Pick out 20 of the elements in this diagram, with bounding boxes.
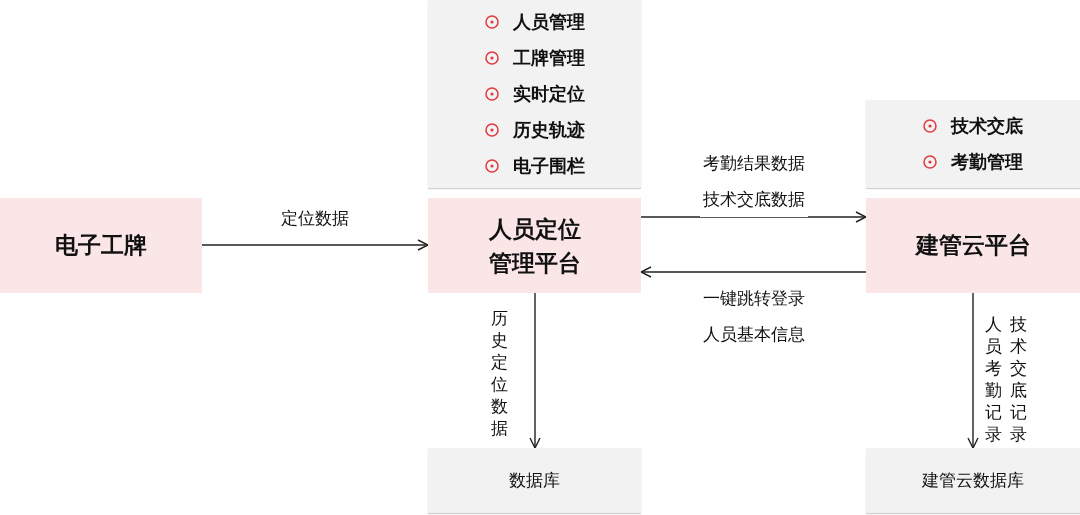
list-item: 人员管理 [512, 10, 585, 34]
feature-panel [866, 100, 1080, 188]
database-box: 建管云数据库 [866, 448, 1080, 513]
arrow [529, 292, 541, 449]
arrow [640, 211, 867, 223]
edge-label: 技术交底记录人员考勤记录 [984, 313, 1028, 445]
arrow [201, 239, 429, 251]
device-box: 电子工牌 [0, 198, 202, 293]
platform-box: 建管云平台 [866, 198, 1080, 293]
arrow [640, 266, 867, 278]
list-item: 实时定位 [512, 82, 585, 106]
feature-panel [428, 0, 641, 188]
list-item: 技术交底 [951, 114, 1023, 138]
list-item: 历史轨迹 [512, 118, 585, 142]
list-item: 电子围栏 [512, 154, 585, 178]
list-item: 考勤管理 [951, 150, 1023, 174]
database-box: 数据库 [428, 448, 641, 513]
platform-box: 人员定位管理平台 [428, 198, 641, 293]
arrow [967, 292, 979, 449]
list-item: 工牌管理 [512, 46, 585, 70]
